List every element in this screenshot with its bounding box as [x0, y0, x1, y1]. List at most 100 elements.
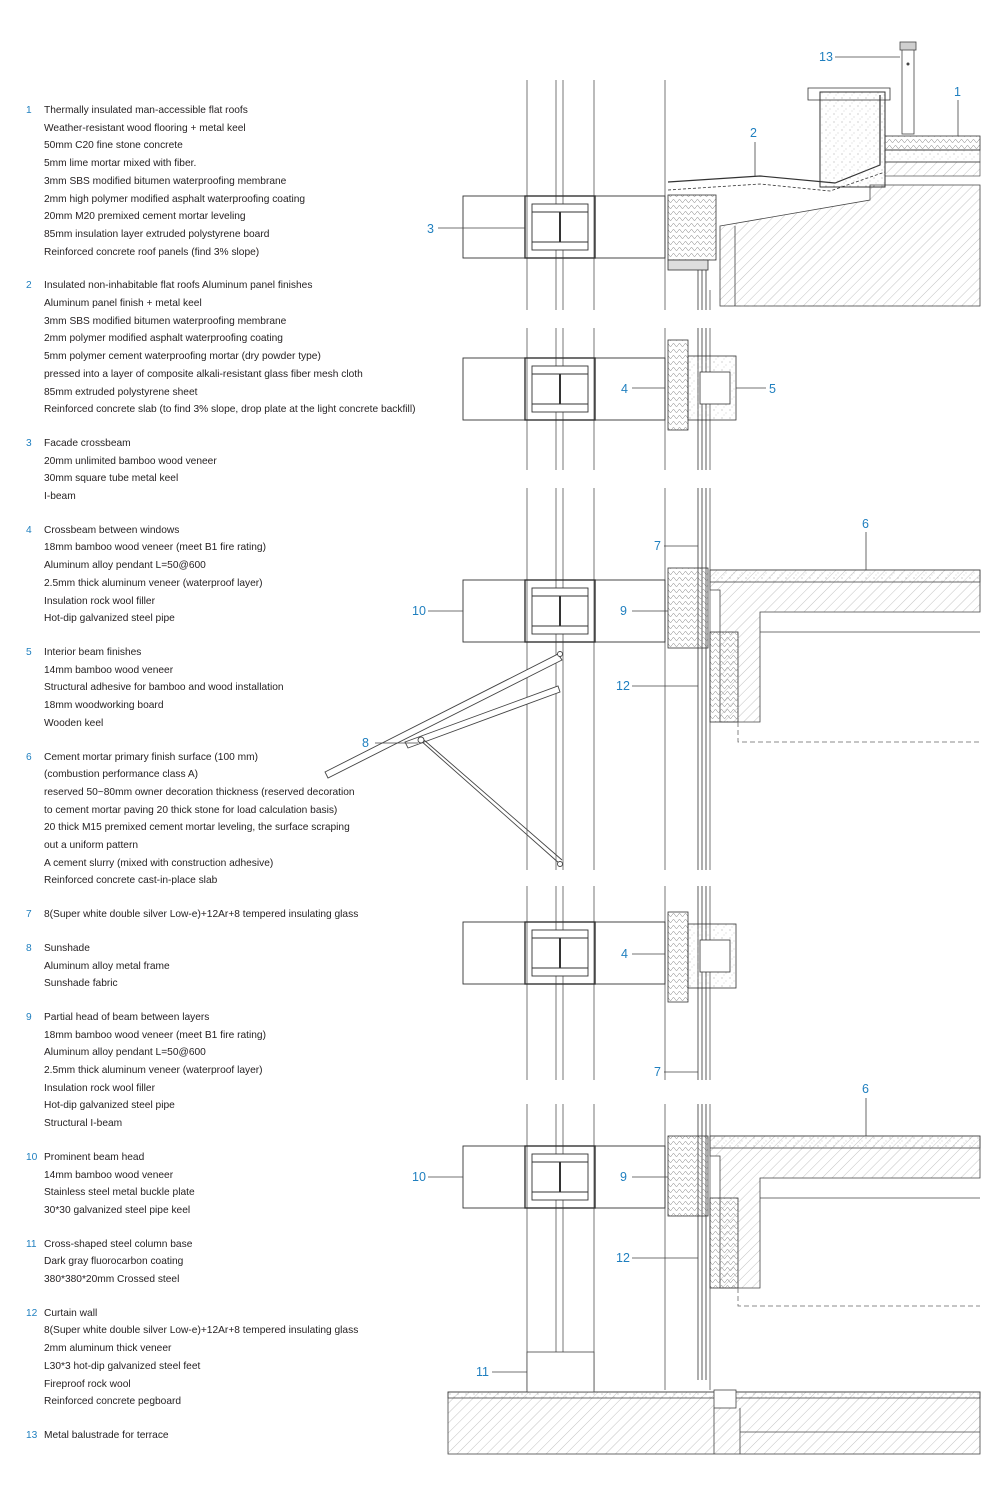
legend-number: 13: [26, 1430, 38, 1441]
legend-text: 20mm M20 premixed cement mortar leveling: [44, 211, 246, 223]
legend-text: Wooden keel: [44, 717, 104, 729]
legend-line: 20 thick M15 premixed cement mortar leve…: [26, 819, 426, 837]
legend-line: 14mm bamboo wood veneer: [26, 1167, 426, 1185]
legend-text: Aluminum alloy pendant L=50@600: [44, 1047, 206, 1059]
legend-number: 7: [26, 909, 32, 921]
callout-7-upper: 7: [654, 539, 661, 553]
legend-line: 12 Curtain wall: [26, 1305, 426, 1323]
legend-text: pressed into a layer of composite alkali…: [44, 368, 363, 380]
legend-text: A cement slurry (mixed with construction…: [44, 857, 274, 869]
legend-text: Reinforced concrete roof panels (find 3%…: [44, 246, 260, 258]
legend-number: 11: [26, 1238, 37, 1250]
legend-line: Weather-resistant wood flooring + metal …: [26, 120, 426, 138]
callout-13: 13: [819, 50, 833, 64]
legend-line: Reinforced concrete roof panels (find 3%…: [26, 244, 426, 262]
callout-1: 1: [954, 85, 961, 99]
legend-text: Partial head of beam between layers: [44, 1011, 210, 1023]
legend-line: 30mm square tube metal keel: [26, 470, 426, 488]
legend-text: Cross-shaped steel column base: [44, 1238, 193, 1250]
legend-text: 2.5mm thick aluminum veneer (waterproof …: [44, 1065, 263, 1077]
legend-line: Aluminum alloy pendant L=50@600: [26, 1044, 426, 1062]
legend-line: Hot-dip galvanized steel pipe: [26, 610, 426, 628]
legend-line: Structural adhesive for bamboo and wood …: [26, 679, 426, 697]
legend-text: Dark gray fluorocarbon coating: [44, 1256, 184, 1268]
legend-text: 3mm SBS modified bitumen waterproofing m…: [44, 175, 287, 187]
legend-line: Wooden keel: [26, 715, 426, 733]
legend-text: 18mm bamboo wood veneer (meet B1 fire ra…: [44, 542, 266, 554]
legend-text: Sunshade: [44, 942, 90, 954]
legend-text: 5mm polymer cement waterproofing mortar …: [44, 351, 321, 363]
legend-number: 4: [26, 524, 32, 536]
legend-text: L30*3 hot-dip galvanized steel feet: [44, 1360, 201, 1372]
legend-line: 2mm high polymer modified asphalt waterp…: [26, 191, 426, 209]
legend-text: Weather-resistant wood flooring + metal …: [44, 122, 246, 134]
legend-line: Aluminum alloy pendant L=50@600: [26, 557, 426, 575]
legend-text: Facade crossbeam: [44, 437, 131, 449]
legend-line: 18mm bamboo wood veneer (meet B1 fire ra…: [26, 1027, 426, 1045]
legend-text: Insulated non-inhabitable flat roofs Alu…: [44, 280, 313, 292]
legend-line: reserved 50~80mm owner decoration thickn…: [26, 784, 426, 802]
legend-line: 2mm polymer modified asphalt waterproofi…: [26, 330, 426, 348]
legend-line: Insulation rock wool filler: [26, 593, 426, 611]
legend-text: 18mm woodworking board: [44, 700, 164, 712]
legend-line: Fireproof rock wool: [26, 1376, 426, 1394]
legend-text: 8(Super white double silver Low-e)+12Ar+…: [44, 1325, 359, 1337]
legend-line: 380*380*20mm Crossed steel: [26, 1271, 426, 1289]
callout-6-upper: 6: [862, 517, 869, 531]
legend-line: Insulation rock wool filler: [26, 1080, 426, 1098]
legend-line: 18mm bamboo wood veneer (meet B1 fire ra…: [26, 539, 426, 557]
legend-text: Reinforced concrete slab (to find 3% slo…: [44, 404, 416, 416]
legend-line: 9 Partial head of beam between layers: [26, 1009, 426, 1027]
legend-text: 14mm bamboo wood veneer: [44, 664, 174, 676]
callout-8: 8: [362, 736, 369, 750]
legend-text: 30*30 galvanized steel pipe keel: [44, 1204, 191, 1216]
legend-line: Structural I-beam: [26, 1115, 426, 1133]
legend-line: 2mm aluminum thick veneer: [26, 1340, 426, 1358]
legend-line: A cement slurry (mixed with construction…: [26, 855, 426, 873]
callout-12-lower: 12: [616, 1251, 630, 1265]
legend-line: to cement mortar paving 20 thick stone f…: [26, 802, 426, 820]
floor-slabs: [709, 569, 981, 1307]
legend-text: Reinforced concrete pegboard: [44, 1396, 182, 1408]
legend-text: to cement mortar paving 20 thick stone f…: [44, 804, 338, 816]
break-gaps: [520, 310, 720, 1104]
callout-2: 2: [750, 126, 757, 140]
legend-text: 20mm unlimited bamboo wood veneer: [44, 455, 217, 467]
legend-text: 85mm insulation layer extruded polystyre…: [44, 228, 270, 240]
legend-line: 11 Cross-shaped steel column base: [26, 1236, 426, 1254]
legend-line: 50mm C20 fine stone concrete: [26, 137, 426, 155]
legend-text: 14mm bamboo wood veneer: [44, 1169, 174, 1181]
ground-section: [447, 1351, 981, 1455]
legend-number: 9: [26, 1011, 32, 1023]
legend-line: 3mm SBS modified bitumen waterproofing m…: [26, 313, 426, 331]
legend-line: Reinforced concrete slab (to find 3% slo…: [26, 401, 426, 419]
legend-text: Interior beam finishes: [44, 646, 142, 658]
legend-text: 5mm lime mortar mixed with fiber.: [44, 158, 197, 170]
legend-text: 2.5mm thick aluminum veneer (waterproof …: [44, 577, 263, 589]
legend-line: 3mm SBS modified bitumen waterproofing m…: [26, 173, 426, 191]
legend-line: 5mm lime mortar mixed with fiber.: [26, 155, 426, 173]
legend-text: 3mm SBS modified bitumen waterproofing m…: [44, 315, 287, 327]
legend-line: Hot-dip galvanized steel pipe: [26, 1097, 426, 1115]
sunshade: [324, 651, 563, 867]
legend-text: Hot-dip galvanized steel pipe: [44, 1100, 175, 1112]
legend-text: 30mm square tube metal keel: [44, 473, 179, 485]
legend-line: 85mm extruded polystyrene sheet: [26, 384, 426, 402]
legend-number: 12: [26, 1307, 38, 1319]
legend-text: 18mm bamboo wood veneer (meet B1 fire ra…: [44, 1029, 266, 1041]
legend-text: Curtain wall: [44, 1307, 98, 1319]
